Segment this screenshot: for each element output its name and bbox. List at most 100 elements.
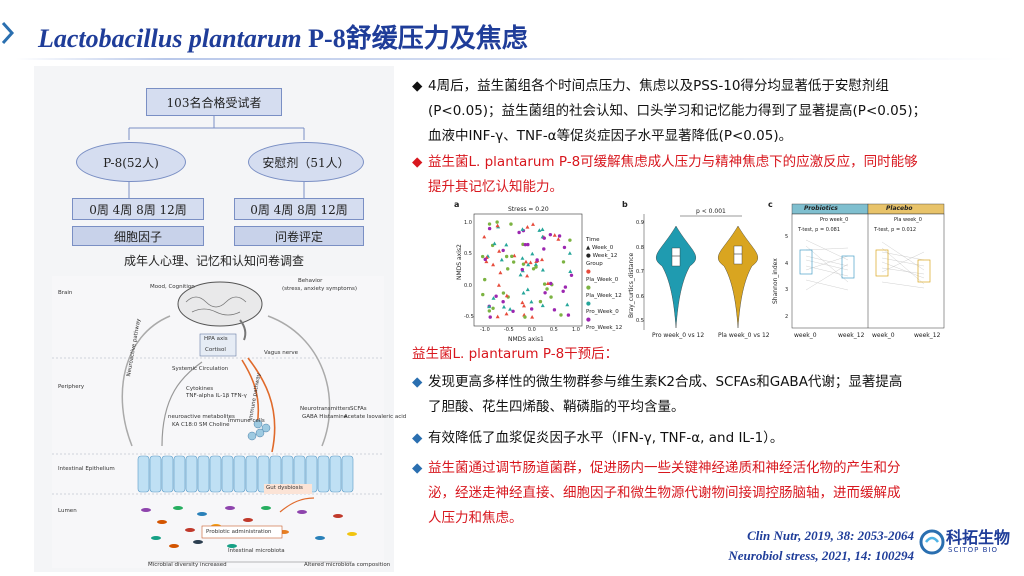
chart-a-xtick: 0.0 bbox=[527, 327, 536, 333]
label-cytokines: Cytokines bbox=[186, 386, 214, 392]
paragraph-results-line-3: 血液中INF-γ、TNF-α等促炎症因子水平显著降低(P<0.05)。 bbox=[428, 128, 793, 144]
chart-b-ytick: 0.7 bbox=[636, 269, 644, 275]
bullet-1-line-1: ◆发现更高多样性的微生物群参与维生素K2合成、SCFAs和GABA代谢；显著提高 bbox=[412, 370, 1012, 395]
bullet-1: ◆发现更高多样性的微生物群参与维生素K2合成、SCFAs和GABA代谢；显著提高… bbox=[412, 370, 1012, 420]
chart-c-xtick-1: week_12 bbox=[838, 332, 865, 339]
nmds-point bbox=[509, 222, 513, 226]
b3-line-1: 益生菌通过调节肠道菌群，促进肠内一些关键神经递质和神经活化物的产生和分 bbox=[428, 460, 901, 476]
nmds-point bbox=[492, 241, 497, 246]
legend-dot-green-icon: ● bbox=[586, 285, 591, 291]
nmds-point bbox=[508, 307, 513, 311]
nmds-point bbox=[559, 313, 563, 317]
legend-time-title: Time bbox=[586, 237, 600, 243]
nmds-point bbox=[534, 265, 538, 269]
chart-a-ylabel: NMDS axis2 bbox=[456, 244, 463, 280]
paragraph-conclusion-line-1: ◆益生菌L. plantarum P-8可缓解焦虑成人压力与精神焦虑下的应激反应… bbox=[412, 150, 1012, 175]
nmds-point bbox=[482, 234, 487, 239]
blue-diamond-icon: ◆ bbox=[412, 374, 423, 390]
nmds-point bbox=[525, 224, 530, 229]
label-systemic: Systemic Circulation bbox=[172, 366, 229, 372]
nmds-point bbox=[510, 254, 514, 259]
nmds-point bbox=[517, 230, 521, 235]
nmds-point bbox=[487, 304, 492, 309]
bullet-3-line-2: 泌，经迷走神经直接、细胞因子和微生物源代谢物间接调控肠脑轴，进而缓解成 bbox=[428, 485, 901, 501]
chart-c-ttest-right: T-test, p = 0.012 bbox=[874, 227, 917, 233]
label-diversity: Microbial diversity increased bbox=[148, 562, 227, 568]
chart-a-ytick: 0.5 bbox=[464, 251, 472, 258]
legend-time-item-1: ● Week_12 bbox=[586, 253, 618, 259]
title-rest: P-8舒缓压力及焦虑 bbox=[301, 24, 528, 53]
blue-diamond-icon: ◆ bbox=[412, 460, 423, 476]
chart-b-ytick: 0.6 bbox=[636, 293, 644, 300]
legend-group-text-3: Pro_Week_12 bbox=[586, 325, 623, 331]
nmds-point bbox=[561, 289, 565, 293]
nmds-point bbox=[540, 227, 545, 231]
nmds-point bbox=[533, 262, 538, 266]
black-diamond-icon: ◆ bbox=[412, 78, 423, 94]
label-immune: Immune cells bbox=[228, 418, 265, 424]
reference-1: Clin Nutr, 2019, 38: 2053-2064 bbox=[747, 528, 914, 543]
chart-c-legend-right: Pla week_0 bbox=[894, 217, 922, 223]
legend-dot-purple-icon: ● bbox=[586, 317, 591, 323]
label-hpa: HPA axis bbox=[204, 336, 228, 342]
nmds-point bbox=[542, 236, 546, 240]
reference-2: Neurobiol stress, 2021, 14: 100294 bbox=[728, 548, 914, 563]
chart-c-plot bbox=[791, 203, 945, 329]
nmds-point bbox=[552, 233, 557, 237]
paragraph-conclusion: ◆益生菌L. plantarum P-8可缓解焦虑成人压力与精神焦虑下的应激反应… bbox=[412, 150, 1012, 200]
chart-b-ylabel: Bray_curtics_distance bbox=[628, 252, 635, 318]
nmds-point bbox=[561, 260, 566, 264]
label-lumen: Lumen bbox=[58, 508, 77, 514]
nmds-point bbox=[521, 290, 526, 295]
nmds-point bbox=[525, 287, 530, 292]
flow-arrows bbox=[128, 116, 305, 198]
nmds-point bbox=[548, 232, 553, 237]
label-behavior: Behavior bbox=[298, 278, 323, 284]
nmds-point bbox=[542, 282, 547, 286]
nmds-point bbox=[504, 254, 509, 259]
chart-c-ytick: 3 bbox=[785, 287, 789, 294]
legend-group-text-0: Pla_Week_0 bbox=[586, 277, 619, 283]
questionnaire-caption: 成年人心理、记忆和认知问卷调查 bbox=[123, 254, 304, 268]
nmds-point bbox=[487, 309, 492, 313]
b2-line-1: 有效降低了血浆促炎因子水平（IFN-γ, TNF-α, and IL-1）。 bbox=[428, 430, 784, 446]
chart-a-stress: Stress = 0.20 bbox=[508, 206, 549, 213]
nmds-point bbox=[520, 267, 525, 272]
scitop-logo-icon bbox=[919, 529, 945, 555]
nmds-point bbox=[535, 258, 539, 262]
p2-line-1: 益生菌L. plantarum P-8可缓解焦虑成人压力与精神焦虑下的应激反应，… bbox=[428, 154, 918, 170]
bullet-2: ◆有效降低了血浆促炎因子水平（IFN-γ, TNF-α, and IL-1）。 bbox=[412, 426, 1012, 451]
label-cortisol: Cortisol bbox=[205, 347, 226, 353]
bullet-3-line-3: 人压力和焦虑。 bbox=[428, 510, 523, 526]
chart-c-ylabel: Shannon_index bbox=[772, 258, 779, 304]
nmds-point bbox=[552, 308, 557, 312]
legend-group-item-3: ● Pro_Week_12 bbox=[586, 316, 624, 332]
nmds-point bbox=[488, 315, 492, 319]
p1-line-1: 4周后，益生菌组各个时间点压力、焦虑以及PSS-10得分均显著低于安慰剂组 bbox=[428, 78, 889, 94]
nmds-point bbox=[537, 228, 542, 232]
nmds-point bbox=[529, 307, 534, 311]
label-scfas: SCFAs bbox=[350, 406, 367, 412]
label-scfa-list: Acetate Isovaleric acid bbox=[344, 414, 407, 420]
chart-a-ytick: 1.0 bbox=[464, 220, 472, 226]
nmds-point bbox=[523, 242, 528, 247]
nmds-point bbox=[557, 234, 562, 238]
chart-c-xtick-3: week_12 bbox=[914, 332, 941, 339]
nmds-point bbox=[529, 299, 534, 304]
chart-a-legend: Time ▲ Week_0 ● Week_12 Group ● Pla_Week… bbox=[586, 236, 624, 332]
paragraph-conclusion-line-2: 提升其记忆认知能力。 bbox=[428, 179, 563, 195]
nmds-point bbox=[494, 294, 498, 298]
nmds-point bbox=[495, 314, 500, 319]
nmds-point bbox=[523, 259, 528, 264]
bullet-1-line-2: 了胆酸、花生四烯酸、鞘磷脂的平均含量。 bbox=[428, 399, 685, 415]
label-probiotic: Probiotic administration bbox=[206, 529, 272, 535]
bullet-3-line-1: ◆ 益生菌通过调节肠道菌群，促进肠内一些关键神经递质和神经活化物的产生和分 bbox=[412, 456, 1012, 481]
placebo-group-ellipse: 安慰剂（51人） bbox=[248, 142, 364, 182]
legend-time-text-0: Week_0 bbox=[591, 245, 614, 251]
nmds-point bbox=[563, 285, 568, 289]
nmds-point bbox=[540, 257, 545, 262]
